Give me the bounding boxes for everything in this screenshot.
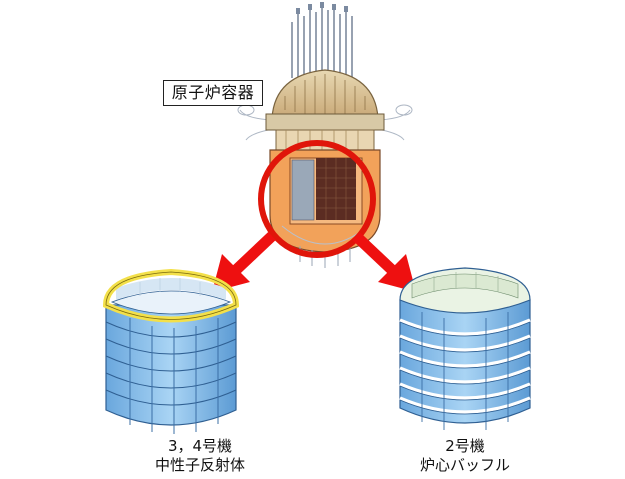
core-baffle-illustration bbox=[399, 267, 531, 430]
control-rod-drives bbox=[291, 4, 353, 84]
reactor-vessel-label: 原子炉容器 bbox=[163, 80, 263, 106]
unit34-caption-line2: 中性子反射体 bbox=[154, 456, 245, 474]
arrow-to-unit2 bbox=[352, 232, 416, 292]
reactor-vessel-illustration bbox=[237, 2, 413, 268]
unit34-caption: 3，4号機 中性子反射体 bbox=[140, 437, 260, 475]
unit2-caption: 2号機 炉心バッフル bbox=[405, 437, 525, 475]
unit2-caption-line2: 炉心バッフル bbox=[419, 456, 510, 474]
unit34-caption-line1: 3，4号機 bbox=[167, 437, 233, 455]
core-highlight-circle bbox=[258, 140, 376, 258]
neutron-reflector-illustration bbox=[102, 268, 240, 434]
unit2-caption-line1: 2号機 bbox=[445, 437, 485, 455]
